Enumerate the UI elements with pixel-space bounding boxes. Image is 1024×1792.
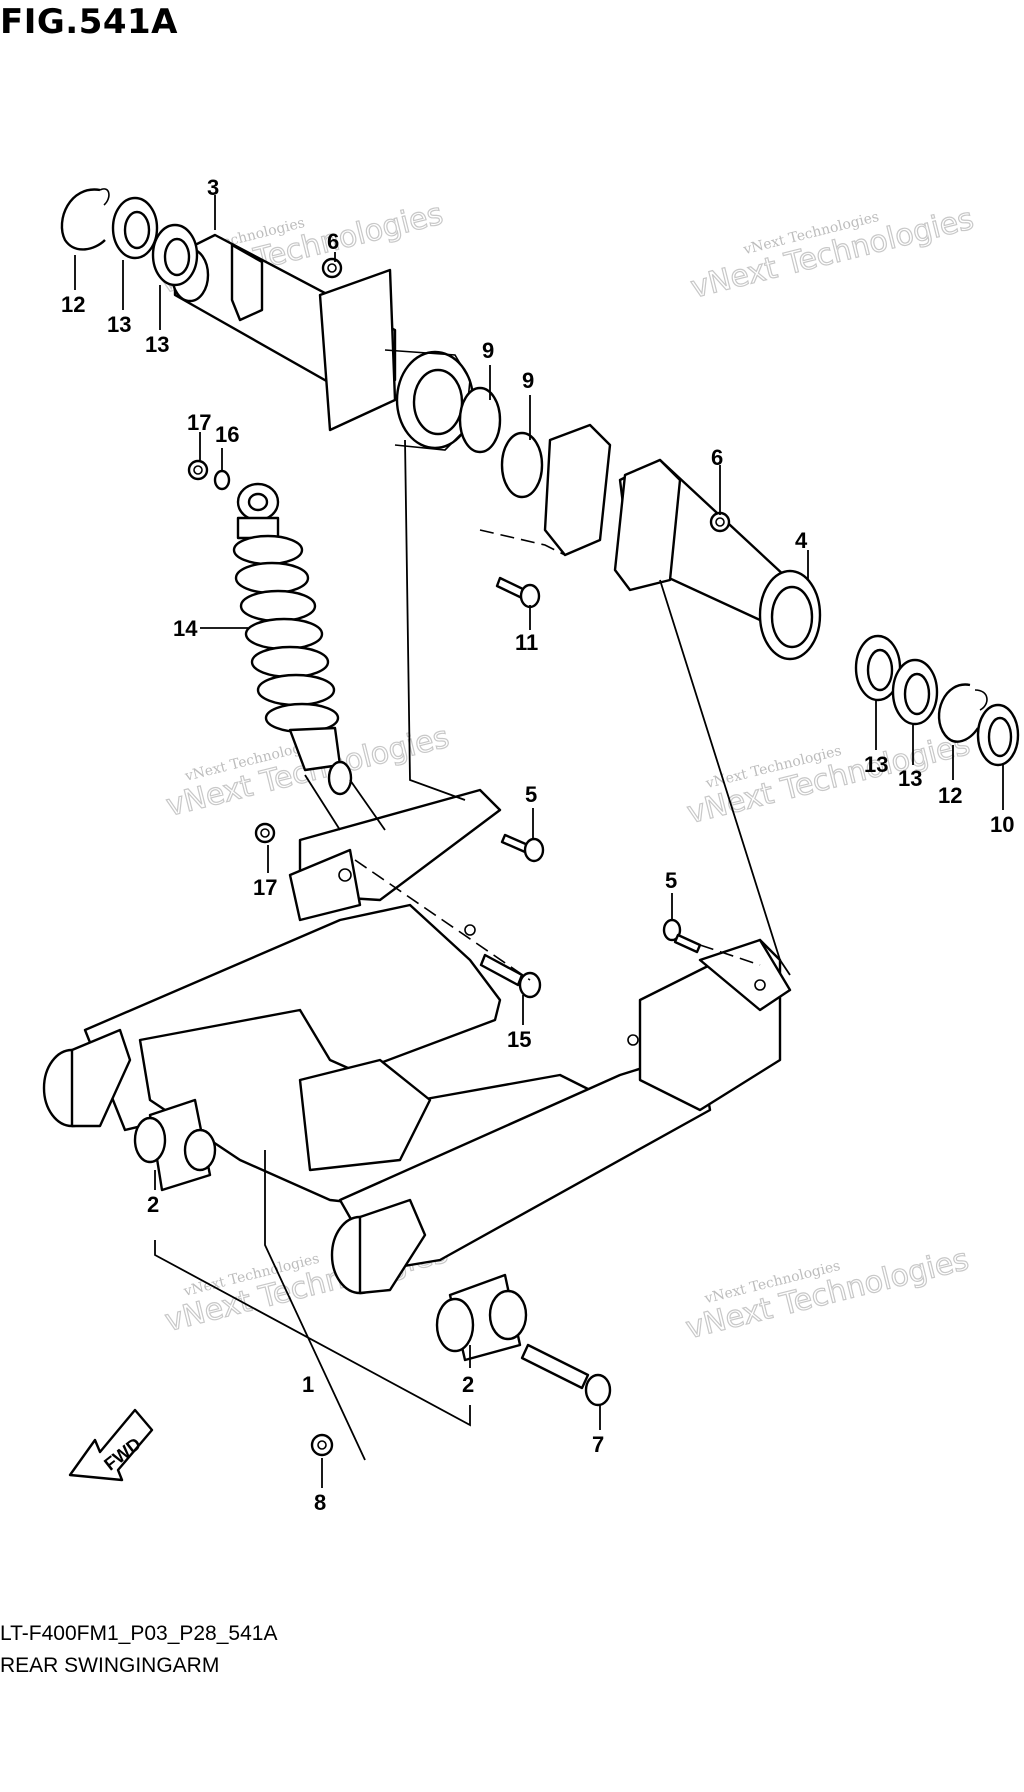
- callout-14: 14: [173, 616, 198, 641]
- watermark: vNext Technologies vNext Technologies: [682, 1242, 973, 1347]
- snap-ring: [60, 188, 110, 251]
- nut: [254, 822, 276, 844]
- alignment-line: [699, 944, 761, 966]
- o-ring: [458, 386, 502, 454]
- figure-title: FIG.541A: [0, 2, 178, 42]
- callout-17: 17: [253, 875, 277, 900]
- callout-12: 12: [938, 783, 962, 808]
- callout-4: 4: [795, 528, 808, 553]
- callout-12: 12: [61, 292, 85, 317]
- nut: [187, 459, 209, 481]
- callout-2: 2: [147, 1192, 159, 1217]
- figure-name: REAR SWINGINGARM: [0, 1654, 220, 1677]
- callout-1: 1: [302, 1372, 314, 1397]
- bolt: [520, 1343, 612, 1407]
- nut: [709, 511, 731, 533]
- callouts: 3 6 12 13 13 9 9 6 4 17 16 14 11 13 13 1…: [61, 175, 1014, 1515]
- bolt: [495, 576, 541, 609]
- callout-13: 13: [864, 752, 888, 777]
- callout-2: 2: [462, 1372, 474, 1397]
- bolt: [500, 833, 545, 863]
- callout-6: 6: [327, 229, 339, 254]
- callout-17: 17: [187, 410, 211, 435]
- swingarm-frame-part-1: [42, 788, 792, 1295]
- callout-3: 3: [207, 175, 219, 200]
- bolt: [479, 953, 542, 999]
- o-ring: [500, 431, 544, 499]
- snap-ring: [937, 683, 988, 743]
- leader-lines: [74, 195, 1004, 1488]
- callout-9: 9: [482, 338, 494, 363]
- callout-10: 10: [990, 812, 1014, 837]
- bearing: [151, 223, 199, 287]
- callout-13: 13: [145, 332, 169, 357]
- bushing: [133, 1098, 217, 1192]
- bearing: [111, 196, 159, 260]
- alignment-line: [479, 529, 566, 556]
- pivot-shaft-part-3: [170, 233, 475, 451]
- rear-shock-absorber: [232, 482, 353, 796]
- bushing: [435, 1273, 528, 1362]
- fwd-arrow: FWD: [68, 1408, 154, 1482]
- washer: [213, 469, 231, 491]
- callout-7: 7: [592, 1432, 604, 1457]
- svg-text:vNext Technologies: vNext Technologies: [687, 202, 977, 306]
- callout-16: 16: [215, 422, 239, 447]
- cap: [976, 703, 1020, 767]
- bearing: [891, 658, 939, 726]
- callout-15: 15: [507, 1027, 531, 1052]
- nut: [310, 1433, 334, 1457]
- callout-8: 8: [314, 1490, 326, 1515]
- nut: [321, 257, 343, 279]
- watermark: vNext Technologies vNext Technologies: [683, 726, 974, 831]
- figure-code: LT-F400FM1_P03_P28_541A: [0, 1622, 278, 1645]
- watermark: vNext Technologies vNext Technologies: [687, 201, 978, 306]
- bearing: [854, 634, 902, 702]
- callout-5: 5: [665, 868, 677, 893]
- callout-5: 5: [525, 782, 537, 807]
- callout-11: 11: [515, 630, 538, 655]
- callout-6: 6: [711, 445, 723, 470]
- callout-13: 13: [107, 312, 131, 337]
- pivot-shaft-part-4: [543, 423, 822, 661]
- alignment-line: [354, 859, 531, 981]
- callout-9: 9: [522, 368, 534, 393]
- callout-13: 13: [898, 766, 922, 791]
- bolt: [662, 918, 702, 954]
